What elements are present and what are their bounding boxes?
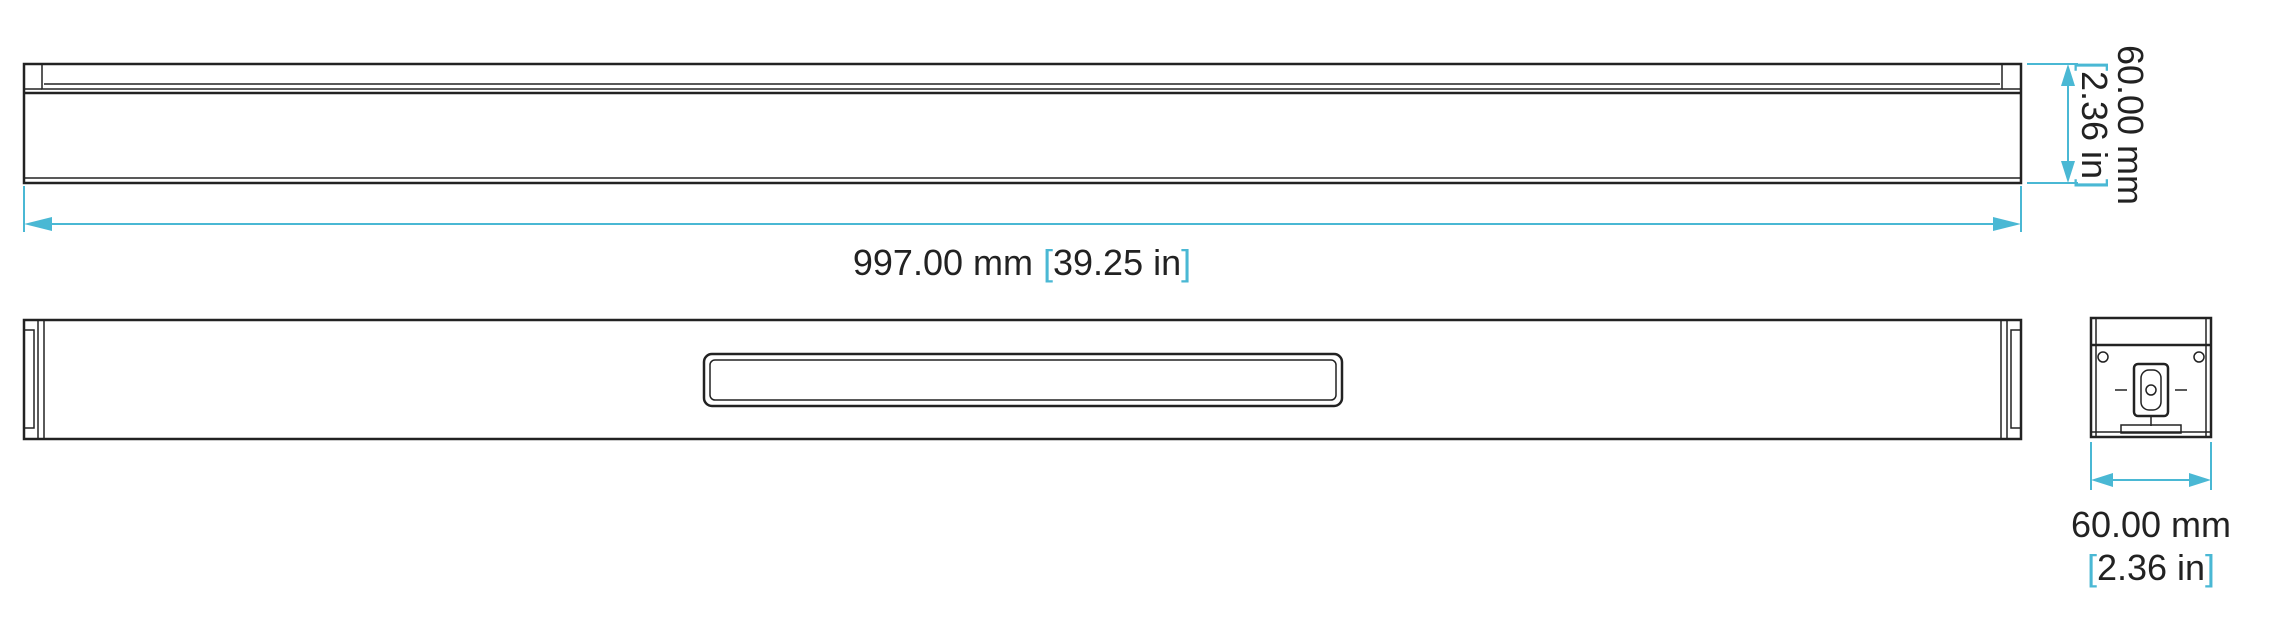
length-label: 997.00 mm [39.25 in] [853,242,1191,283]
height-arrow-bottom [2061,161,2075,183]
height-arrow-top [2061,64,2075,86]
width-label-imperial: [2.36 in] [2087,547,2215,588]
end-view-connector-plug [2140,369,2162,411]
front-view-window-inner [709,359,1337,401]
end-view [2089,316,2213,439]
end-view-screw-right [2193,351,2205,363]
length-dimension: 997.00 mm [39.25 in] [23,186,2022,283]
top-view-body [22,62,2023,185]
width-arrow-left [2091,473,2113,487]
width-arrow-right [2189,473,2211,487]
height-label-metric: 60.00 mm [2110,45,2151,205]
end-view-connector-pin [2145,384,2157,396]
end-view-screw-left [2097,351,2109,363]
front-view [22,318,2023,441]
front-view-body [22,318,2023,441]
top-view-lens-strip [41,63,2003,90]
width-dimension: 60.00 mm [2.36 in] [2071,442,2231,588]
width-label-metric: 60.00 mm [2071,504,2231,545]
front-view-left-clip [23,329,35,429]
front-view-window-outer [702,352,1344,408]
length-arrow-left [24,217,52,231]
top-view [22,62,2023,185]
height-label-imperial: [2.36 in] [2074,61,2115,189]
length-arrow-right [1993,217,2021,231]
end-view-connector [2132,362,2170,418]
end-view-body [2089,316,2213,439]
height-dimension: 60.00 mm [2.36 in] [2027,45,2151,205]
end-view-bottom-rail [2120,424,2182,434]
front-view-right-clip [2010,329,2022,429]
